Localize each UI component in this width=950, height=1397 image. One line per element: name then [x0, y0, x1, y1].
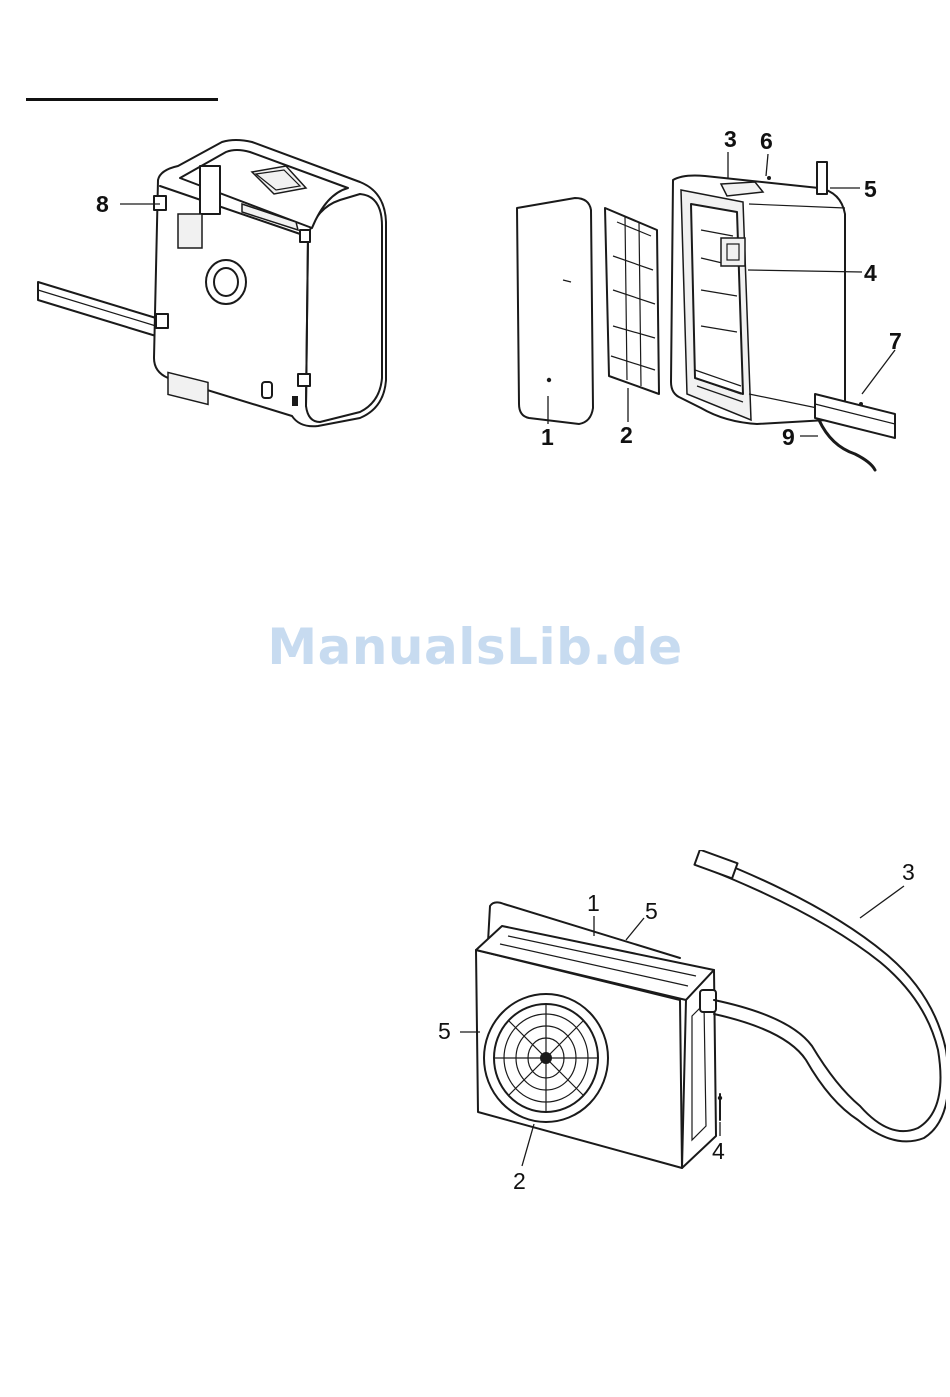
callout-8: 8 — [96, 193, 109, 216]
heading-underline — [26, 98, 218, 101]
watermark: ManualsLib.de — [0, 618, 950, 676]
figure-3-leaders — [430, 860, 930, 1180]
figure-2-leaders — [500, 140, 910, 450]
callout-8-leader — [118, 198, 164, 212]
indoor-unit-rear-illustration — [30, 130, 400, 460]
